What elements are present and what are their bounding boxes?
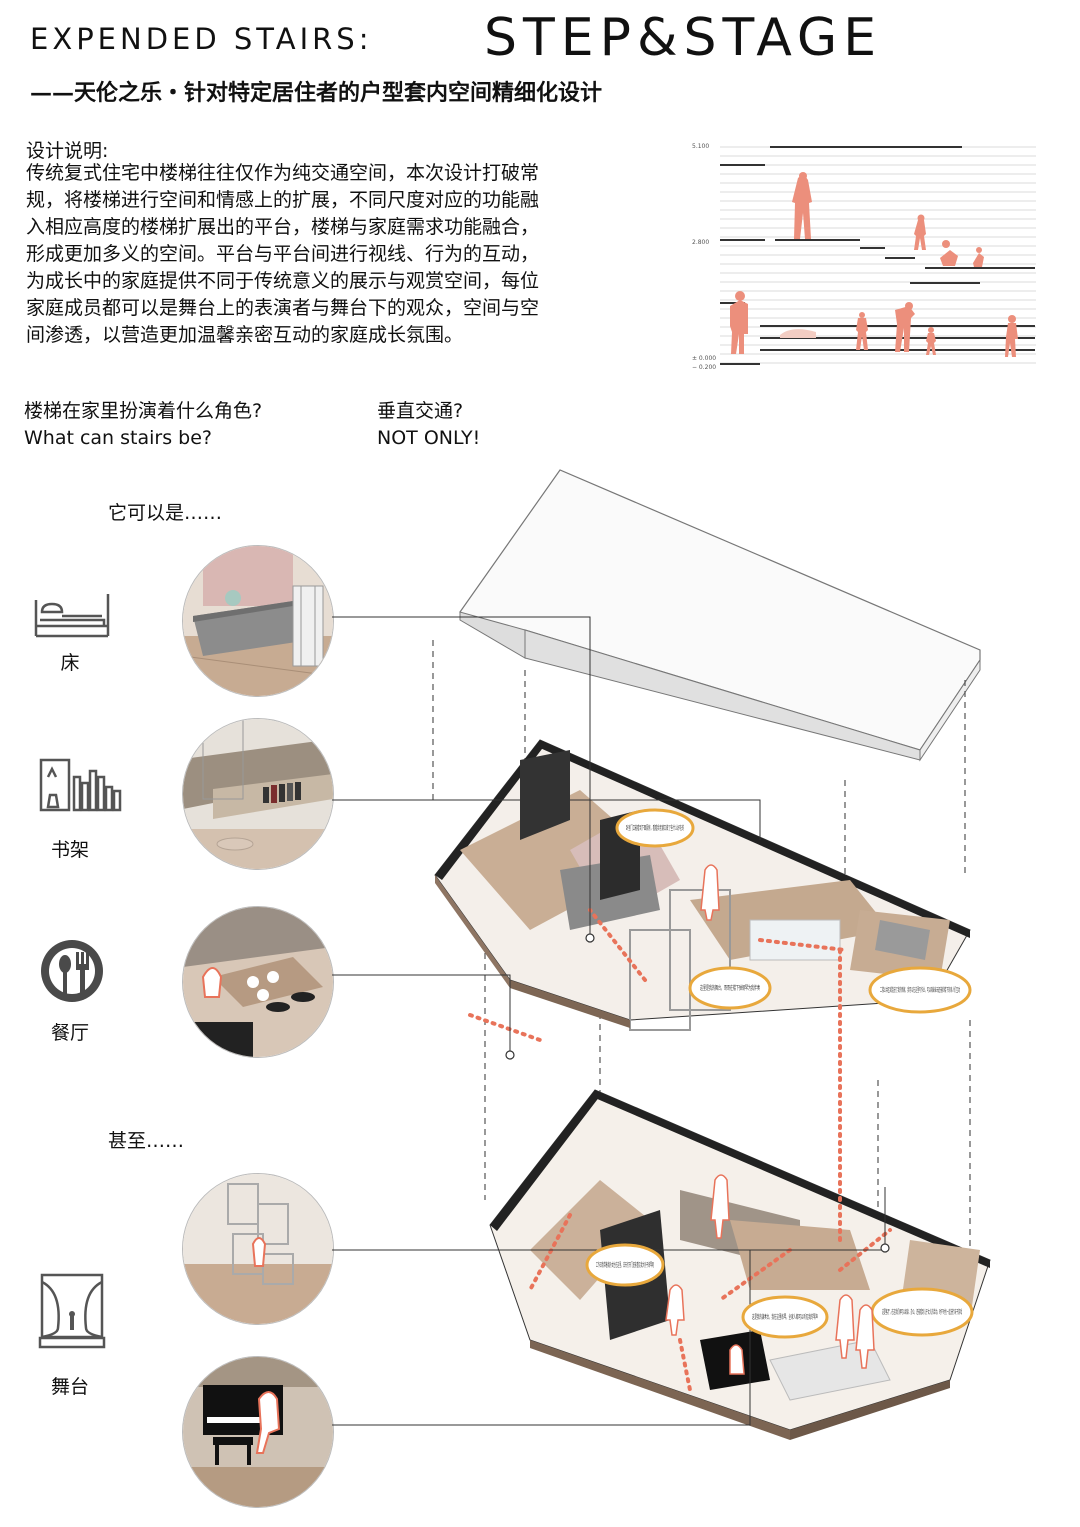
bookshelf-detail-circle	[182, 718, 334, 870]
stair-scene	[183, 1174, 333, 1324]
function-label: 书架	[50, 839, 89, 861]
question-cn: 楼梯在家里扮演着什么角色?	[24, 400, 263, 422]
description-line: 家庭成员都可以是舞台上的表演者与舞台下的观众，空间与空	[26, 297, 540, 319]
bed-icon	[34, 594, 110, 638]
bubble-text: 二楼公共区域连进了我的新家，我可以在这里写作业，可以陪妹妹玩还能和楼下的家人们互…	[880, 986, 960, 994]
dining-detail-circle	[182, 906, 334, 1058]
header-right-title: STEP&STAGE	[484, 8, 883, 68]
level-label: ± 0.000	[692, 355, 716, 362]
stair-detail-circle	[182, 1173, 334, 1325]
question-vertical: 垂直交通? NOT ONLY!	[377, 398, 480, 452]
question-en: What can stairs be?	[24, 427, 212, 449]
bubble-text: 工作日我带着我孙女住在这里，白天打开门还能看见我大孙子练琴呢	[596, 1261, 654, 1269]
bed-scene	[183, 546, 333, 696]
bubble-text: 这里是我的舞台，哥哥在楼下弹钢琴为我伴奏	[700, 984, 760, 992]
dining-icon	[41, 940, 103, 1002]
piano-detail-circle	[182, 1356, 334, 1508]
level-label: − 0.200	[692, 364, 716, 371]
bookshelf-scene	[183, 719, 333, 869]
upper-floor-plan	[434, 739, 971, 1031]
stair-section-diagram: 5.100 2.800 ± 0.000 − 0.200	[692, 143, 1036, 371]
bubble-text: 这是客厅，在这我们俩可以阅读、办公，还能看到儿子女儿的活动，时不时也一起进行亲子…	[882, 1308, 962, 1316]
function-label: 舞台	[50, 1376, 89, 1398]
stage-icon	[38, 1273, 106, 1349]
question-role: 楼梯在家里扮演着什么角色? What can stairs be?	[24, 398, 262, 452]
function-label: 餐厅	[50, 1022, 89, 1044]
bed-detail-circle	[182, 545, 334, 697]
can-be-label: 它可以是……	[108, 502, 223, 524]
speech-bubbles	[585, 808, 974, 1339]
piano-scene	[183, 1357, 333, 1507]
roof-slab	[459, 469, 981, 762]
exploded-axonometric: 卧室门口能看到下面厨房，看看我老婆又做了些什么好吃的 这里是我的舞台，哥哥在楼下…	[332, 469, 991, 1440]
even-label: 甚至……	[108, 1130, 185, 1152]
dining-scene	[183, 907, 333, 1057]
question-cn: 垂直交通?	[377, 400, 464, 422]
description-body: 传统复式住宅中楼梯往往仅作为纯交通空间，本次设计打破常 规，将楼梯进行空间和情感…	[26, 160, 646, 349]
bubble-text: 这是我的演奏台，我在这里练琴，全家人都可以听见我的琴声	[752, 1313, 818, 1321]
function-label: 床	[60, 652, 80, 674]
bubble-text: 卧室门口能看到下面厨房，看看我老婆又做了些什么好吃的	[626, 824, 684, 832]
lower-floor-plan	[489, 1089, 991, 1440]
description-line: 间渗透，以营造更加温馨亲密互动的家庭成长氛围。	[26, 324, 464, 346]
description-line: 为成长中的家庭提供不同于传统意义的展示与观赏空间，每位	[26, 270, 540, 292]
description-line: 形成更加多义的空间。平台与平台间进行视线、行为的互动，	[26, 243, 540, 265]
bookshelf-icon	[39, 758, 122, 812]
level-label: 2.800	[692, 239, 709, 246]
page-subtitle: ——天伦之乐・针对特定居住者的户型套内空间精细化设计	[30, 80, 603, 106]
description-line: 传统复式住宅中楼梯往往仅作为纯交通空间，本次设计打破常	[26, 162, 540, 184]
description-title: 设计说明:	[26, 140, 109, 162]
level-label: 5.100	[692, 143, 709, 150]
header-left-title: EXPENDED STAIRS:	[30, 22, 373, 56]
description-line: 规，将楼梯进行空间和情感上的扩展，不同尺度对应的功能融	[26, 189, 540, 211]
description-line: 入相应高度的楼梯扩展出的平台，楼梯与家庭需求功能融合，	[26, 216, 540, 238]
question-en: NOT ONLY!	[377, 427, 481, 449]
